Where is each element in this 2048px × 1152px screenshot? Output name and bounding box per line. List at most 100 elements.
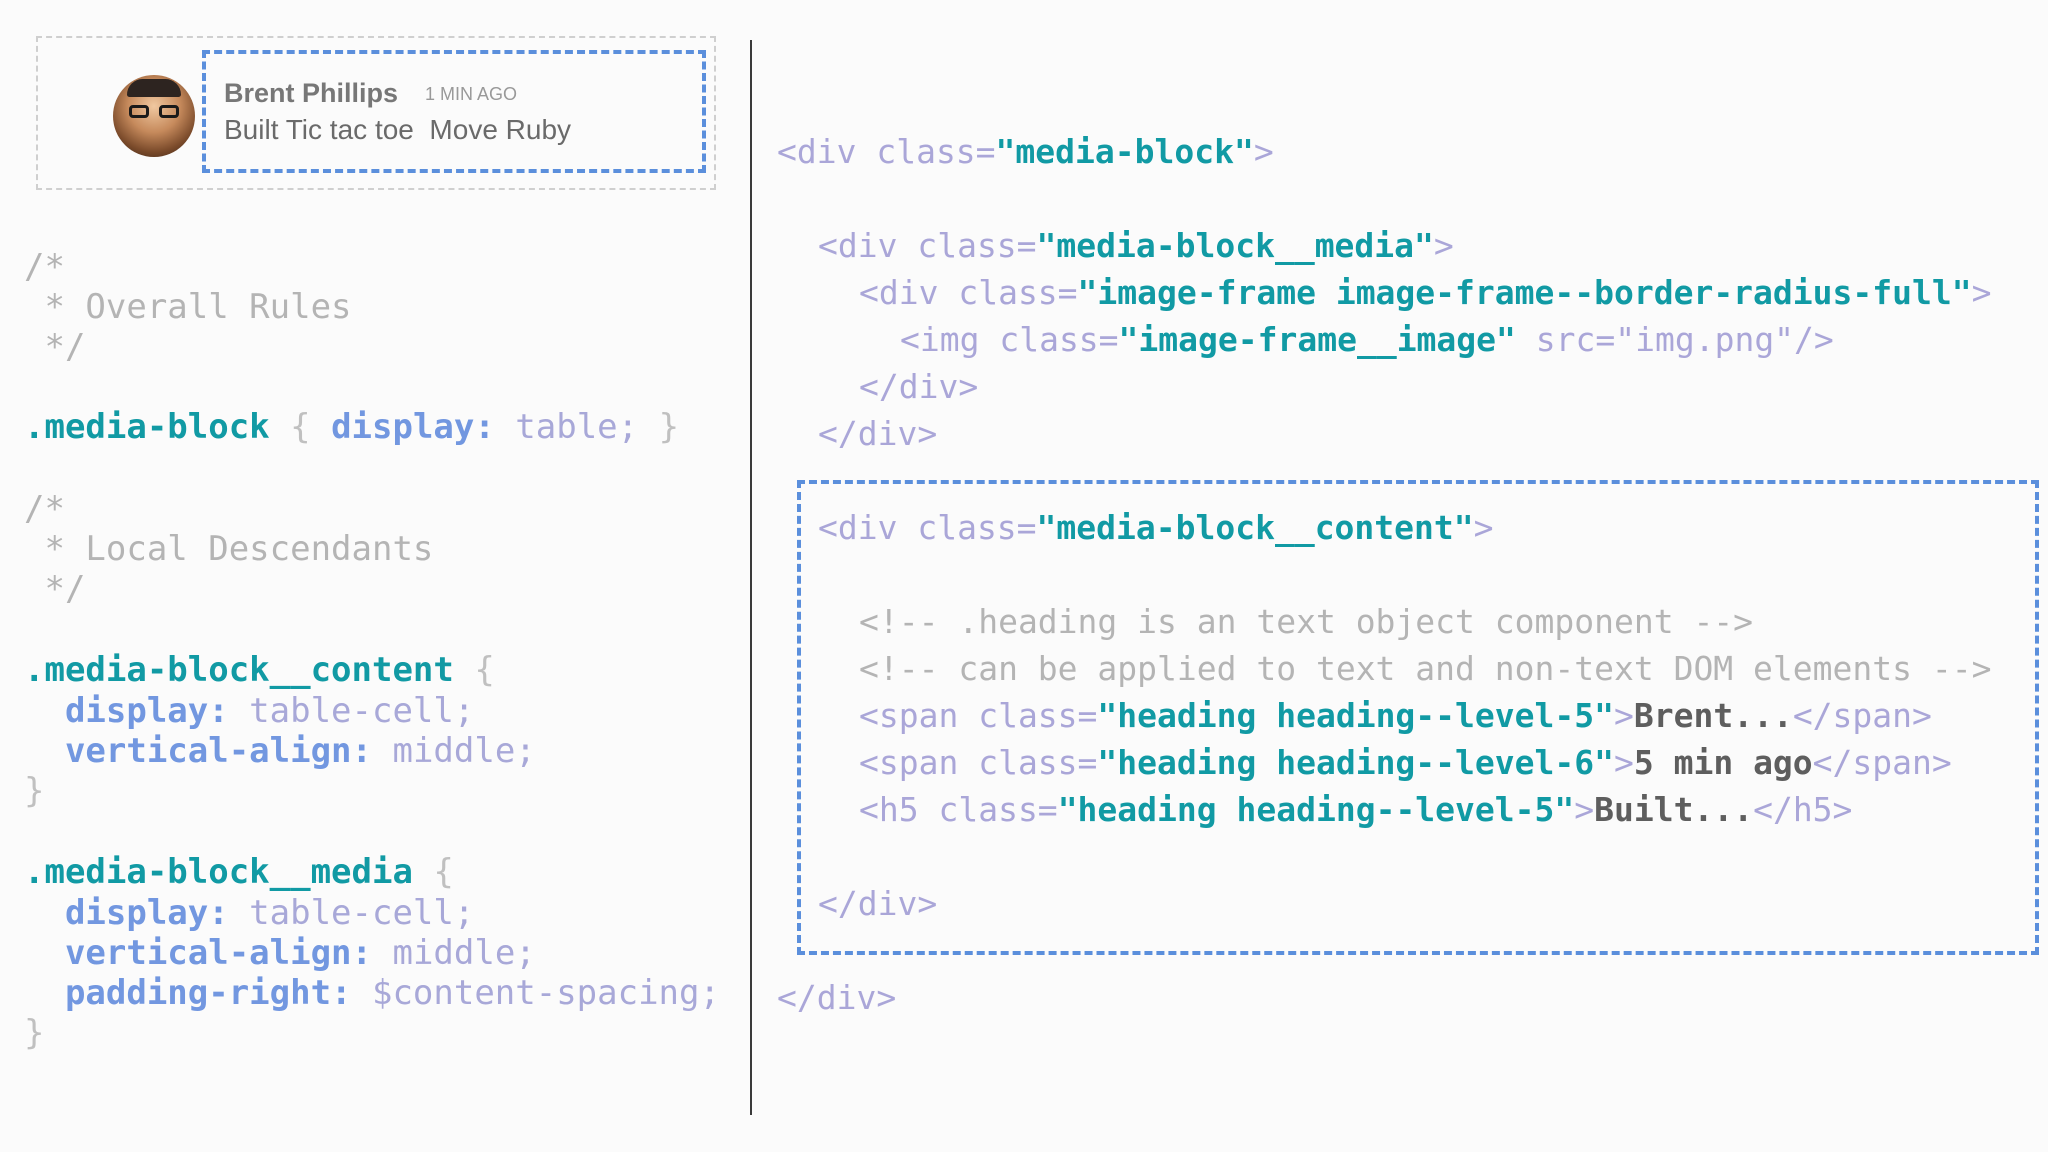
css-line: */: [24, 572, 85, 606]
css-line: }: [24, 774, 44, 808]
html-token: "image-frame__image": [1118, 320, 1516, 359]
html-token: <div class=: [818, 226, 1037, 265]
css-token: middle;: [372, 933, 536, 973]
html-token: Built...: [1594, 790, 1754, 829]
html-token: "heading heading--level-6": [1097, 743, 1614, 782]
css-line: display: table-cell;: [24, 896, 474, 930]
css-token: /*: [24, 489, 65, 529]
html-token: </h5>: [1753, 790, 1853, 829]
html-token: <h5 class=: [859, 790, 1058, 829]
html-token: </div>: [818, 884, 938, 923]
css-token: vertical-align:: [24, 731, 372, 771]
css-token: .media-block: [24, 407, 270, 447]
html-token: "heading heading--level-5": [1057, 790, 1575, 829]
html-line: </div>: [818, 417, 937, 450]
css-line: }: [24, 1016, 44, 1050]
css-line: .media-block__media {: [24, 855, 454, 889]
html-token: <img class=: [900, 320, 1119, 359]
avatar: [113, 75, 195, 157]
css-token: }: [638, 407, 680, 447]
html-token: "image-frame image-frame--border-radius-…: [1077, 273, 1972, 312]
html-token: "heading heading--level-5": [1097, 696, 1614, 735]
css-token: table-cell;: [228, 893, 475, 933]
css-line: * Local Descendants: [24, 532, 433, 566]
css-token: {: [412, 852, 454, 892]
html-line: <!-- .heading is an text object componen…: [859, 605, 1753, 638]
html-token: <div class=: [777, 132, 996, 171]
html-token: </div>: [777, 978, 897, 1017]
html-line: <!-- can be applied to text and non-text…: [859, 652, 1991, 685]
css-line: padding-right: $content-spacing;: [24, 976, 720, 1010]
preview-author-name: Brent Phillips: [224, 78, 399, 108]
css-line: .media-block { display: table; }: [24, 410, 679, 444]
html-token: <div class=: [859, 273, 1078, 312]
css-token: * Overall Rules: [24, 287, 352, 327]
html-token: "media-block__media": [1036, 226, 1434, 265]
html-token: </span>: [1812, 743, 1952, 782]
css-token: table-cell;: [228, 691, 475, 731]
css-token: display:: [24, 691, 229, 731]
html-token: >: [1253, 132, 1274, 171]
html-token: <!-- .heading is an text object componen…: [859, 602, 1754, 641]
content-highlight-box: [202, 50, 706, 173]
css-line: display: table-cell;: [24, 694, 474, 728]
html-token: >: [1473, 508, 1494, 547]
css-line: * Overall Rules: [24, 287, 352, 327]
html-line: <div class="media-block">: [777, 135, 1274, 168]
css-token: {: [269, 407, 332, 447]
html-token: >: [1433, 226, 1454, 265]
html-line: <div class="media-block__content">: [818, 511, 1494, 544]
html-line: <span class="heading heading--level-6">5…: [859, 746, 1952, 779]
html-token: <!-- can be applied to text and non-text…: [859, 649, 1992, 688]
html-token: src="img.png"/>: [1515, 320, 1834, 359]
html-token: "media-block__content": [1036, 508, 1474, 547]
css-token: display:: [331, 407, 495, 447]
css-token: {: [453, 650, 495, 690]
css-token: $content-spacing;: [351, 973, 720, 1013]
html-line: </div>: [818, 887, 937, 920]
html-line: <div class="media-block__media">: [818, 229, 1454, 262]
html-line: <span class="heading heading--level-5">B…: [859, 699, 1932, 732]
html-line: </div>: [777, 981, 896, 1014]
css-token: * Local Descendants: [24, 529, 434, 569]
css-token: padding-right:: [24, 973, 352, 1013]
css-token: vertical-align:: [24, 933, 372, 973]
html-line: <div class="image-frame image-frame--bor…: [859, 276, 1991, 309]
css-line: */: [24, 330, 85, 364]
html-token: >: [1574, 790, 1595, 829]
html-token: </div>: [859, 367, 979, 406]
html-token: <span class=: [859, 743, 1098, 782]
html-token: 5 min ago: [1633, 743, 1813, 782]
html-token: <span class=: [859, 696, 1098, 735]
html-token: "media-block": [995, 132, 1254, 171]
html-token: Brent...: [1633, 696, 1793, 735]
css-token: */: [24, 327, 86, 367]
css-line: vertical-align: middle;: [24, 936, 536, 970]
css-line: /*: [24, 250, 65, 284]
glasses-shape: [129, 105, 179, 119]
css-token: /*: [24, 247, 65, 287]
css-line: /*: [24, 492, 65, 526]
css-token: table;: [494, 407, 639, 447]
css-token: }: [24, 771, 45, 811]
preview-timestamp: 1 MIN AGO: [425, 84, 518, 104]
html-token: >: [1971, 273, 1992, 312]
css-token: display:: [24, 893, 229, 933]
html-token: <div class=: [818, 508, 1037, 547]
html-token: >: [1613, 696, 1634, 735]
css-token: .media-block__media: [24, 852, 413, 892]
html-content-highlight-box: [797, 480, 2039, 955]
html-line: </div>: [859, 370, 978, 403]
html-token: </span>: [1792, 696, 1932, 735]
css-line: .media-block__content {: [24, 653, 495, 687]
panel-divider: [750, 40, 752, 1115]
html-token: </div>: [818, 414, 938, 453]
media-block-preview: [36, 36, 716, 190]
css-token: }: [24, 1013, 45, 1053]
html-line: <img class="image-frame__image" src="img…: [900, 323, 1834, 356]
css-token: .media-block__content: [24, 650, 454, 690]
css-token: middle;: [372, 731, 536, 771]
html-line: <h5 class="heading heading--level-5">Bui…: [859, 793, 1852, 826]
hat-shape: [127, 79, 181, 97]
html-token: >: [1613, 743, 1634, 782]
